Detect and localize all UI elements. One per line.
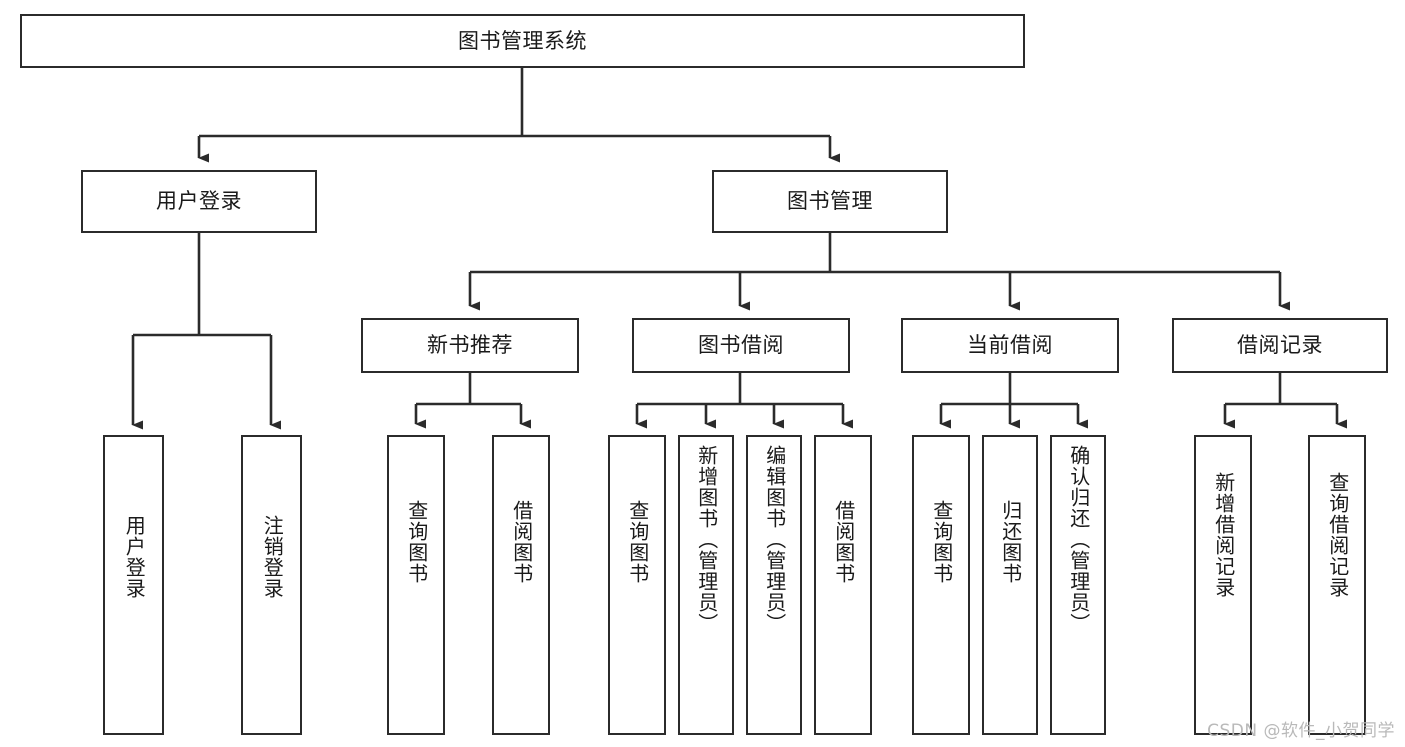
node-leaf-query-book-cur[interactable]: 查询图书	[912, 435, 970, 735]
node-leaf-return-book-label: 归还图书	[998, 500, 1023, 584]
node-leaf-edit-book-label: 编辑图书（管理员）	[762, 445, 787, 634]
node-current-borrow-label: 当前借阅	[967, 333, 1053, 358]
node-leaf-query-book-rec-label: 查询图书	[404, 500, 429, 584]
node-leaf-return-book[interactable]: 归还图书	[982, 435, 1038, 735]
node-leaf-confirm-return[interactable]: 确认归还（管理员）	[1050, 435, 1106, 735]
node-leaf-query-book-cur-label: 查询图书	[929, 500, 954, 584]
node-leaf-query-book-borrow-label: 查询图书	[625, 500, 650, 584]
node-leaf-query-record-label: 查询借阅记录	[1325, 472, 1350, 598]
node-book-management-label: 图书管理	[787, 189, 873, 214]
node-leaf-add-book[interactable]: 新增图书（管理员）	[678, 435, 734, 735]
node-leaf-user-login-label: 用户登录	[122, 515, 147, 599]
node-leaf-borrow-book-rec[interactable]: 借阅图书	[492, 435, 550, 735]
node-leaf-logout-label: 注销登录	[260, 515, 285, 599]
node-leaf-add-record[interactable]: 新增借阅记录	[1194, 435, 1252, 735]
node-leaf-query-book-rec[interactable]: 查询图书	[387, 435, 445, 735]
node-new-book-recommend[interactable]: 新书推荐	[361, 318, 579, 373]
node-leaf-query-record[interactable]: 查询借阅记录	[1308, 435, 1366, 735]
node-borrow-record[interactable]: 借阅记录	[1172, 318, 1388, 373]
watermark-text: CSDN @软件_小贺同学	[1207, 721, 1395, 741]
node-leaf-borrow-book[interactable]: 借阅图书	[814, 435, 872, 735]
node-leaf-logout[interactable]: 注销登录	[241, 435, 302, 735]
node-new-book-recommend-label: 新书推荐	[427, 333, 513, 358]
node-borrow-record-label: 借阅记录	[1237, 333, 1323, 358]
node-root-label: 图书管理系统	[458, 28, 587, 53]
node-user-login-label: 用户登录	[156, 189, 242, 214]
node-book-management[interactable]: 图书管理	[712, 170, 948, 233]
node-leaf-borrow-book-rec-label: 借阅图书	[509, 500, 534, 584]
node-leaf-edit-book[interactable]: 编辑图书（管理员）	[746, 435, 802, 735]
node-leaf-confirm-return-label: 确认归还（管理员）	[1066, 445, 1091, 634]
node-leaf-add-book-label: 新增图书（管理员）	[694, 445, 719, 634]
node-user-login[interactable]: 用户登录	[81, 170, 317, 233]
node-book-borrow[interactable]: 图书借阅	[632, 318, 850, 373]
node-current-borrow[interactable]: 当前借阅	[901, 318, 1119, 373]
node-book-borrow-label: 图书借阅	[698, 333, 784, 358]
node-leaf-query-book-borrow[interactable]: 查询图书	[608, 435, 666, 735]
node-leaf-user-login[interactable]: 用户登录	[103, 435, 164, 735]
node-leaf-borrow-book-label: 借阅图书	[831, 500, 856, 584]
node-leaf-add-record-label: 新增借阅记录	[1211, 472, 1236, 598]
node-root[interactable]: 图书管理系统	[20, 14, 1025, 68]
